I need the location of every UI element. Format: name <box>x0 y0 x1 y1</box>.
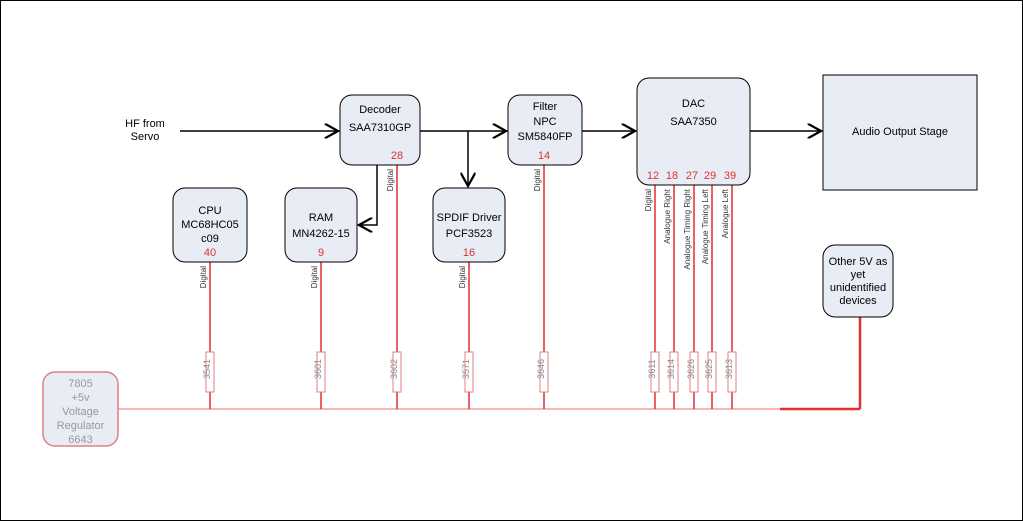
signal-label: Digital <box>386 169 395 191</box>
resistor-label: 3613 <box>724 359 734 379</box>
filter-label: SM5840FP <box>517 131 572 143</box>
pin-number: 29 <box>704 170 716 182</box>
resistor <box>707 351 717 393</box>
ram-label: MN4262-15 <box>292 228 349 240</box>
pin-line: 3601 Digital <box>310 262 326 409</box>
signal-label: Analogue Timing Left <box>701 188 710 264</box>
regulator-label: 7805 <box>68 378 92 390</box>
signal-label: Digital <box>458 266 467 288</box>
regulator-label: 6643 <box>68 434 92 446</box>
resistor-label: 3646 <box>536 359 546 379</box>
pin-number: 9 <box>318 247 324 259</box>
ram-block: RAM MN4262-15 <box>284 187 358 263</box>
regulator-box <box>42 371 119 447</box>
resistor-label: 3602 <box>389 359 399 379</box>
resistor-label: 3541 <box>202 359 212 379</box>
pin-number: 16 <box>463 247 475 259</box>
cpu-label: MC68HC05 <box>181 219 238 231</box>
dac-block: DAC SAA7350 <box>636 77 751 186</box>
pin-number: 12 <box>647 170 659 182</box>
pin-line: 3613 Analogue Left <box>721 185 737 409</box>
ram-label: RAM <box>309 212 333 224</box>
power-bus <box>118 317 862 411</box>
resistor <box>539 351 549 393</box>
signal-arrows <box>180 131 821 225</box>
input-label-1: HF from <box>125 118 165 130</box>
pin-number: 18 <box>666 170 678 182</box>
signal-label: Digital <box>199 266 208 288</box>
spdif-label: SPDIF Driver <box>437 212 502 224</box>
resistor <box>205 351 215 393</box>
spdif-box <box>432 187 506 263</box>
dac-label: SAA7350 <box>670 116 716 128</box>
pin-line: 3646 Digital <box>533 165 549 409</box>
resistor-label: 3626 <box>686 359 696 379</box>
other-box <box>822 244 894 318</box>
other-label: devices <box>839 295 877 307</box>
pin-line: 3625 Analogue Timing Left <box>701 185 717 409</box>
signal-label: Analogue Timing Right <box>683 188 692 269</box>
filter-label: Filter <box>533 101 558 113</box>
pin-line: 3626 Analogue Timing Right <box>683 185 699 409</box>
resistor <box>689 351 699 393</box>
pin-number: 28 <box>391 150 403 162</box>
dac-label: DAC <box>682 98 705 110</box>
pin-line: 3541 Digital <box>199 262 215 409</box>
pin-line: 3614 Analogue Right <box>663 185 679 409</box>
resistor-label: 3611 <box>647 359 657 378</box>
decoder-label: Decoder <box>359 104 401 116</box>
decoder-label: SAA7310GP <box>349 122 411 134</box>
signal-label: Digital <box>533 169 542 191</box>
regulator-label: +5v <box>71 392 90 404</box>
cpu-label: CPU <box>198 205 221 217</box>
ram-box <box>284 187 358 263</box>
decoder-box <box>339 94 421 166</box>
resistor-label: 3614 <box>666 359 676 379</box>
resistor <box>464 351 474 393</box>
pin-number: 39 <box>724 170 736 182</box>
pin-line: 3602 Digital <box>386 165 402 409</box>
pin-line: 3571 Digital <box>458 262 474 409</box>
cpu-label: c09 <box>201 233 219 245</box>
signal-label: Analogue Left <box>721 188 730 238</box>
input-label-2: Servo <box>131 131 160 143</box>
cpu-block: CPU MC68HC05 c09 <box>172 187 248 263</box>
spdif-label: PCF3523 <box>446 228 492 240</box>
resistor <box>669 351 679 393</box>
pin-number: 40 <box>204 247 216 259</box>
filter-label: NPC <box>533 116 556 128</box>
resistor-label: 3571 <box>461 359 471 379</box>
dac-box <box>636 77 751 186</box>
signal-label: Digital <box>310 266 319 288</box>
resistor-label: 3601 <box>313 359 323 379</box>
regulator-label: Voltage <box>62 406 99 418</box>
regulator-label: Regulator <box>57 420 105 432</box>
pin-line: 3611 Digital <box>644 185 660 409</box>
pin-number: 14 <box>538 150 550 162</box>
signal-label: Analogue Right <box>663 188 672 243</box>
audio-block: Audio Output Stage <box>822 74 978 191</box>
other-label: Other 5V as <box>829 256 888 268</box>
signal-label: Digital <box>644 189 653 211</box>
resistor <box>392 351 402 393</box>
resistor <box>316 351 326 393</box>
other-label: yet <box>851 269 866 281</box>
resistor <box>650 351 660 393</box>
audio-box <box>822 74 978 191</box>
pin-number: 27 <box>686 170 698 182</box>
audio-label: Audio Output Stage <box>852 126 948 138</box>
other-label: unidentified <box>830 282 886 294</box>
filter-box <box>507 94 583 166</box>
resistor-label: 3625 <box>704 359 714 379</box>
resistor <box>727 351 737 393</box>
cpu-box <box>172 187 248 263</box>
